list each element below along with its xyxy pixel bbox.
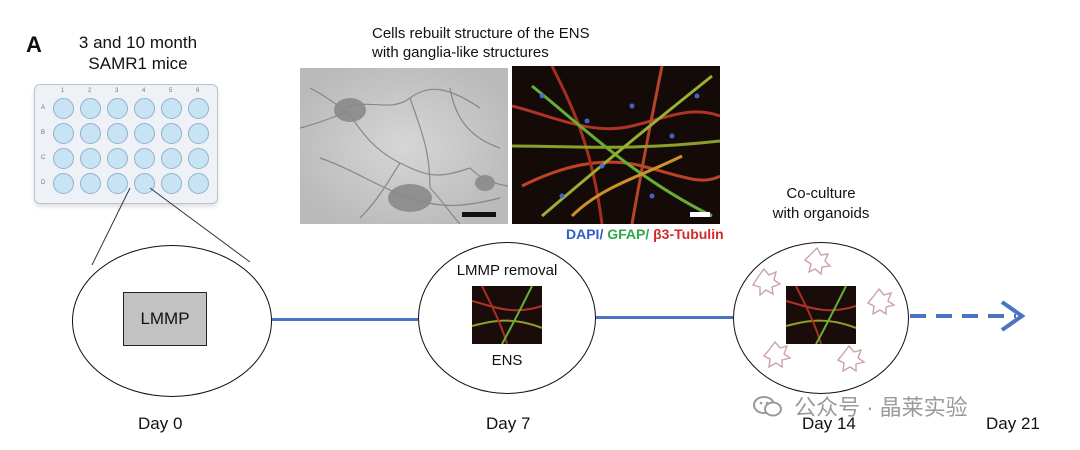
- mice-label-line1: 3 and 10 month: [78, 33, 198, 52]
- plate-well: [80, 148, 101, 169]
- plate-column-number: 3: [115, 88, 119, 94]
- plate-column-number: 6: [196, 88, 200, 94]
- timeline-segment-2: [596, 316, 733, 319]
- plate-well: [53, 173, 74, 194]
- day7-thumbnail-image: [472, 286, 542, 344]
- caption-top: Cells rebuilt structure of the ENS with …: [372, 24, 712, 62]
- day14-thumbnail-image: [786, 286, 856, 344]
- plate-well: [80, 98, 101, 119]
- stain-gfap: GFAP/: [607, 226, 650, 242]
- plate-well: [107, 173, 128, 194]
- plate-well: [134, 148, 155, 169]
- fluorescence-micrograph: [512, 66, 720, 224]
- day7-ens-thumbnail: [472, 286, 542, 344]
- caption-top-line2: with ganglia-like structures: [372, 44, 549, 61]
- plate-well: [107, 98, 128, 119]
- plate-well: [53, 123, 74, 144]
- plate-well: [53, 148, 74, 169]
- plate-well: [107, 148, 128, 169]
- plate-well: [188, 148, 209, 169]
- plate-well: [53, 98, 74, 119]
- brightfield-micrograph: [300, 68, 508, 224]
- plate-well: [161, 123, 182, 144]
- day7-top-label: LMMP removal: [456, 262, 558, 279]
- plate-well: [134, 173, 155, 194]
- wechat-icon: [752, 394, 782, 424]
- plate-well: [134, 98, 155, 119]
- day7-bottom-label: ENS: [491, 352, 523, 369]
- plate-row-letter: A: [41, 105, 46, 111]
- day14-top-line2: with organoids: [772, 205, 870, 222]
- zoom-line-left: [91, 187, 131, 266]
- plate-well: [188, 98, 209, 119]
- day-label-0: Day 0: [138, 414, 183, 433]
- plate-well: [80, 173, 101, 194]
- organoid-shape-2: [803, 246, 832, 276]
- stain-tubulin: β3-Tubulin: [653, 226, 724, 242]
- day14-top-label: Co-culture with organoids: [733, 184, 909, 224]
- timeline-segment-1: [272, 318, 418, 321]
- organoid-shape-5: [836, 344, 866, 373]
- zoom-line-right: [149, 187, 251, 263]
- mice-label: 3 and 10 month SAMR1 mice: [58, 32, 218, 74]
- brightfield-image: [300, 68, 508, 224]
- plate-column-number: 1: [61, 88, 65, 94]
- watermark: 公众号 · 晶莱实验: [752, 390, 968, 424]
- panel-label: A: [26, 32, 42, 57]
- plate-well: [161, 148, 182, 169]
- day-label-14: Day 14: [802, 414, 856, 433]
- organoid-shape-3: [866, 287, 896, 316]
- day14-top-line1: Co-culture: [786, 185, 856, 202]
- plate-well: [107, 123, 128, 144]
- lmmp-box: LMMP: [123, 292, 207, 346]
- plate-well: [80, 123, 101, 144]
- mice-label-line2: SAMR1 mice: [88, 54, 188, 73]
- plate-column-number: 5: [169, 88, 173, 94]
- day-label-21: Day 21: [986, 414, 1040, 433]
- lmmp-box-label: LMMP: [140, 309, 190, 328]
- plate-well: [161, 173, 182, 194]
- organoid-layer: [751, 246, 896, 373]
- fluorescence-image: [512, 66, 720, 224]
- day14-ens-thumbnail: [786, 286, 856, 344]
- day-label-7: Day 7: [486, 414, 531, 433]
- watermark-text: 公众号 · 晶莱实验: [794, 395, 968, 420]
- plate-row-letter: B: [41, 130, 46, 136]
- plate-well: [188, 173, 209, 194]
- dashed-arrow: [910, 300, 1026, 332]
- stain-legend: DAPI/ GFAP/ β3-Tubulin: [566, 226, 724, 242]
- caption-top-line1: Cells rebuilt structure of the ENS: [372, 25, 590, 42]
- organoid-shape-1: [751, 267, 782, 297]
- plate-well: [188, 123, 209, 144]
- organoid-shape-4: [762, 340, 792, 369]
- plate-column-number: 4: [142, 88, 146, 94]
- plate-well: [161, 98, 182, 119]
- plate-well: [134, 123, 155, 144]
- plate-column-number: 2: [88, 88, 92, 94]
- stain-dapi: DAPI/: [566, 226, 604, 242]
- plate-row-letter: D: [41, 180, 46, 186]
- plate-row-letter: C: [41, 155, 46, 161]
